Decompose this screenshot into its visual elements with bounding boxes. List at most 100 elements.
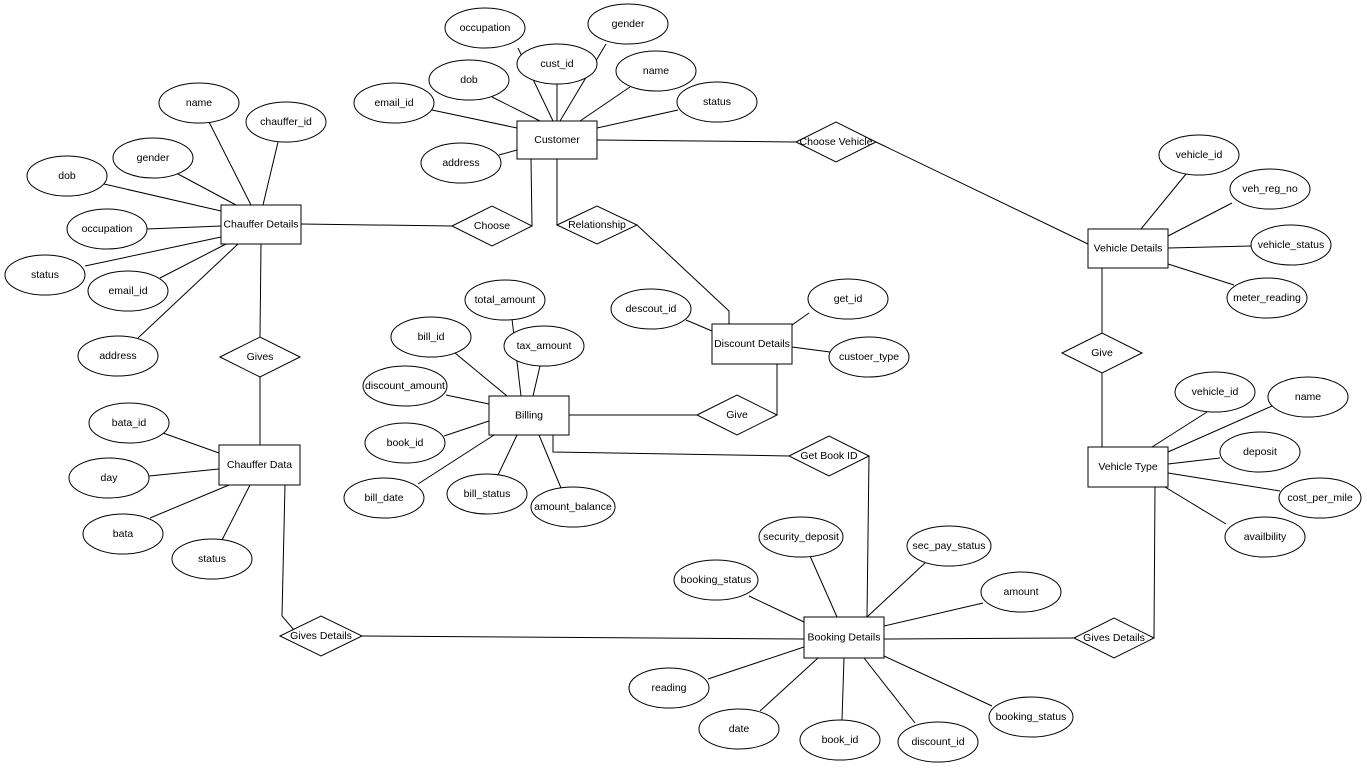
connector-lines <box>84 43 1281 724</box>
attribute-customer-address: address <box>420 142 502 184</box>
attribute-label: status <box>31 269 59 281</box>
attribute-label: cost_per_mile <box>1287 492 1353 504</box>
attribute-connector <box>1151 411 1208 448</box>
attribute-billing-amount-balance: amount_balance <box>530 486 616 528</box>
attribute-connector <box>579 86 631 122</box>
attribute-chauffer-details-status: status <box>4 254 86 296</box>
attribute-connector <box>1167 472 1281 492</box>
relationship-label: Give <box>726 409 748 421</box>
attribute-ellipse <box>799 719 881 761</box>
attribute-ellipse <box>1267 376 1349 418</box>
relationship-diamond <box>787 435 871 477</box>
attribute-label: name <box>186 97 212 109</box>
attribute-booking-details-book-id: book_id <box>799 719 881 761</box>
attribute-label: meter_reading <box>1233 292 1301 304</box>
relationship-gives-details-right: Gives Details <box>1072 617 1156 659</box>
attribute-connector <box>498 149 518 156</box>
attribute-label: bill_id <box>418 331 445 343</box>
attribute-ellipse <box>158 82 240 124</box>
attribute-vehicle-details-meter-reading: meter_reading <box>1226 277 1308 319</box>
relationship-gives-details-left: Gives Details <box>278 615 364 657</box>
attribute-connector <box>1167 263 1235 286</box>
entity-chauffer-data: Chauffer Data <box>218 444 301 486</box>
attribute-ellipse <box>980 571 1062 613</box>
attribute-label: book_id <box>822 734 859 746</box>
attribute-ellipse <box>673 559 759 601</box>
relationship-connector <box>530 158 533 227</box>
attribute-label: chauffer_id <box>260 116 312 128</box>
attribute-customer-status: status <box>676 81 758 123</box>
attribute-ellipse <box>530 486 616 528</box>
attribute-label: bata_id <box>112 417 147 429</box>
attribute-label: security_deposit <box>763 531 839 543</box>
attribute-chauffer-details-name: name <box>158 82 240 124</box>
attribute-connector <box>162 432 220 454</box>
entity-box <box>516 120 598 160</box>
attribute-billing-bill-status: bill_status <box>446 473 528 515</box>
attribute-connector <box>1167 457 1221 465</box>
attribute-customer-email-id: email_id <box>353 82 435 124</box>
attribute-ellipse <box>353 82 435 124</box>
attribute-label: deposit <box>1243 446 1277 458</box>
attribute-connector <box>1167 405 1273 453</box>
attribute-ellipse <box>1278 477 1362 519</box>
attribute-connector <box>149 484 230 519</box>
attribute-billing-discount-amount: discount_amount <box>362 365 448 407</box>
relationship-label: Gives <box>247 351 274 363</box>
relationship-diamond <box>278 615 364 657</box>
attribute-customer-name: name <box>615 50 697 92</box>
attribute-connector <box>445 394 490 405</box>
attribute-label: date <box>729 723 750 735</box>
attribute-ellipse <box>68 457 150 499</box>
entity-label: Vehicle Details <box>1094 243 1163 255</box>
attribute-connector <box>497 434 518 476</box>
attribute-ellipse <box>503 325 585 367</box>
attribute-connector <box>1167 245 1252 249</box>
entity-booking-details: Booking Details <box>803 616 885 659</box>
relationship-label: Choose Vehicle <box>800 136 873 148</box>
attribute-ellipse <box>1226 277 1308 319</box>
relationship-diamond <box>1072 617 1156 659</box>
relationship-connector <box>636 224 730 324</box>
attribute-ellipse <box>171 538 253 580</box>
attribute-label: bata <box>113 528 134 540</box>
attribute-vehicle-type-vehicle-id: vehicle_id <box>1174 371 1256 413</box>
attribute-label: veh_reg_no <box>1242 183 1298 195</box>
attribute-label: availbility <box>1244 531 1287 543</box>
relationship-choose: Choose <box>450 205 534 247</box>
attribute-chauffer-data-status: status <box>171 538 253 580</box>
entity-label: Customer <box>534 134 580 146</box>
attribute-ellipse <box>362 365 448 407</box>
relationship-give-vehicle: Give <box>1060 332 1144 374</box>
relationship-choose-vehicle: Choose Vehicle <box>794 121 878 163</box>
attribute-ellipse <box>758 516 844 558</box>
attribute-label: email_id <box>108 285 147 297</box>
attribute-chauffer-data-day: day <box>68 457 150 499</box>
attribute-connector <box>454 352 508 397</box>
attribute-label: sec_pay_status <box>913 540 986 552</box>
attribute-label: custoer_type <box>839 351 899 363</box>
relationship-connector <box>875 141 1089 245</box>
attribute-label: book_id <box>387 437 424 449</box>
attribute-ellipse <box>807 278 889 320</box>
relationship-diamond <box>218 336 302 378</box>
attribute-label: status <box>198 553 226 565</box>
relationship-label: Gives Details <box>290 630 352 642</box>
attribute-ellipse <box>343 477 425 519</box>
attribute-connector <box>262 141 279 206</box>
attribute-connector <box>532 365 541 397</box>
attribute-vehicle-type-availbility: availbility <box>1224 516 1306 558</box>
attribute-booking-details-booking-status: booking_status <box>673 559 759 601</box>
attribute-connector <box>431 109 518 129</box>
attribute-label: booking_status <box>996 711 1067 723</box>
attribute-ellipse <box>628 667 710 709</box>
attribute-ellipse <box>87 270 169 312</box>
relationship-label: Get Book ID <box>800 450 858 462</box>
attribute-customer-cust-id: cust_id <box>516 43 598 85</box>
attribute-vehicle-details-vehicle-status: vehicle_status <box>1250 224 1332 266</box>
attribute-ellipse <box>420 142 502 184</box>
relationship-diamond <box>555 205 639 245</box>
relationship-connector <box>259 243 262 338</box>
attribute-connector <box>707 646 805 680</box>
